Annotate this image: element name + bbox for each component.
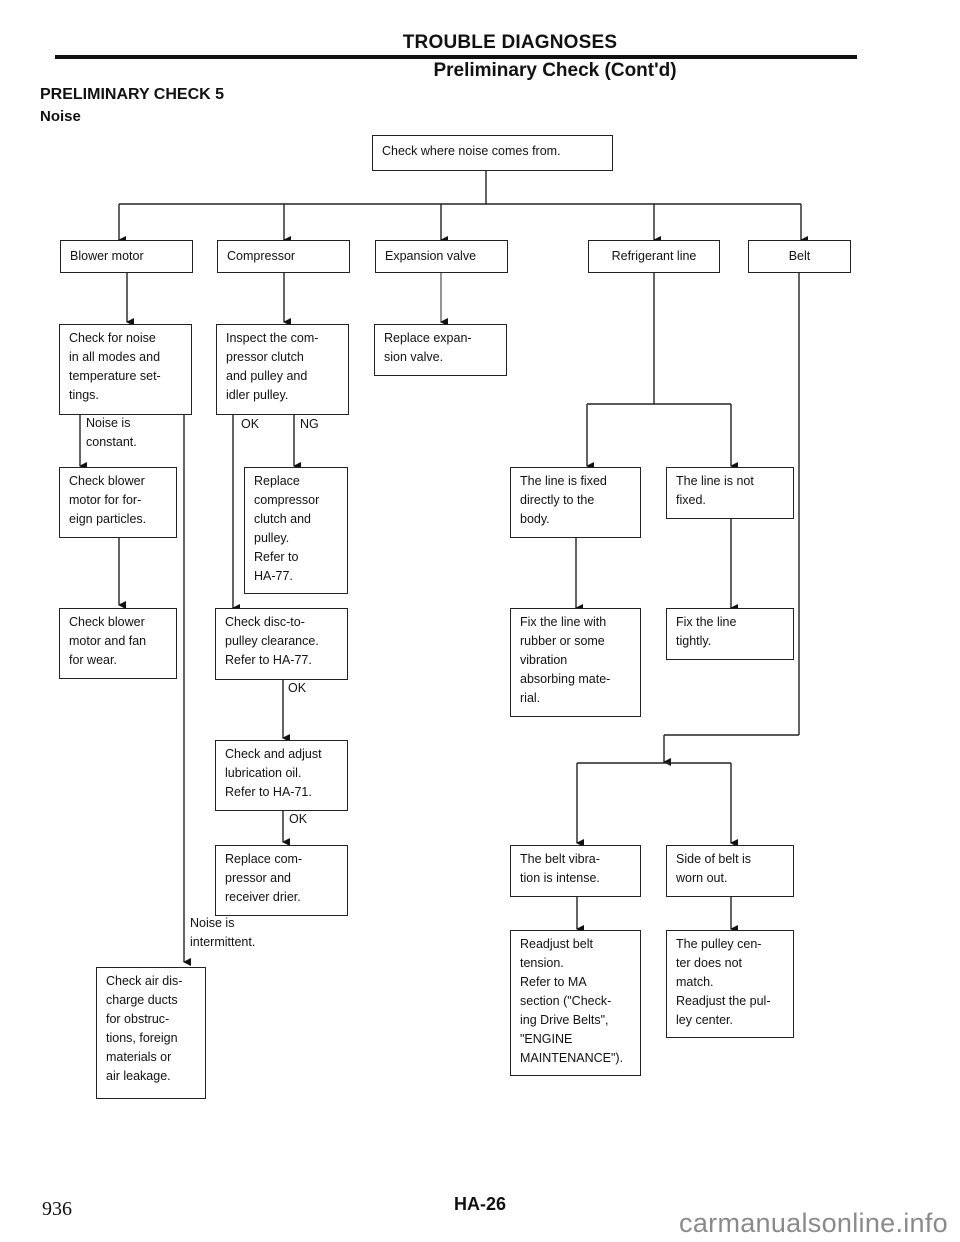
belt-vibration-intense: The belt vibra- tion is intense.: [510, 845, 641, 897]
blower-check-ducts: Check air dis- charge ducts for obstruc-…: [96, 967, 206, 1099]
belt-readjust-tension: Readjust belt tension. Refer to MA secti…: [510, 930, 641, 1076]
label-noise-intermittent: Noise is intermittent.: [190, 916, 256, 949]
source-blower-motor: Blower motor: [60, 240, 193, 273]
page-code: HA-26: [453, 1194, 506, 1214]
refrigerant-line-fixed: The line is fixed directly to the body.: [510, 467, 641, 538]
source-belt: Belt: [748, 240, 851, 273]
header-rule: [55, 55, 857, 59]
expansion-replace-valve: Replace expan- sion valve.: [374, 324, 507, 376]
belt-side-worn: Side of belt is worn out.: [666, 845, 794, 897]
belt-pulley-center: The pulley cen- ter does not match. Read…: [666, 930, 794, 1038]
compressor-check-oil: Check and adjust lubrication oil. Refer …: [215, 740, 348, 811]
blower-check-wear: Check blower motor and fan for wear.: [59, 608, 177, 679]
label-noise-constant: Noise is constant.: [86, 416, 137, 449]
source-refrigerant-line: Refrigerant line: [588, 240, 720, 273]
source-expansion-valve: Expansion valve: [375, 240, 508, 273]
source-compressor: Compressor: [217, 240, 350, 273]
label-ok-clearance: OK: [288, 681, 307, 695]
section-title: PRELIMINARY CHECK 5: [40, 86, 225, 103]
header-title: TROUBLE DIAGNOSES: [402, 32, 618, 53]
compressor-inspect: Inspect the com- pressor clutch and pull…: [216, 324, 349, 415]
header-subtitle: Preliminary Check (Cont'd): [433, 60, 677, 81]
page-number: 936: [42, 1198, 72, 1220]
watermark: carmanualsonline.info: [679, 1208, 948, 1238]
label-ok-inspect: OK: [241, 417, 260, 431]
label-ng-inspect: NG: [300, 417, 319, 431]
compressor-replace-clutch: Replace compressor clutch and pulley. Re…: [244, 467, 348, 594]
compressor-replace-drier: Replace com- pressor and receiver drier.: [215, 845, 348, 916]
refrigerant-fix-tightly: Fix the line tightly.: [666, 608, 794, 660]
refrigerant-line-not-fixed: The line is not fixed.: [666, 467, 794, 519]
compressor-check-clearance: Check disc-to- pulley clearance. Refer t…: [215, 608, 348, 680]
start-box: Check where noise comes from.: [372, 135, 613, 171]
blower-check-noise: Check for noise in all modes and tempera…: [59, 324, 192, 415]
label-ok-oil: OK: [289, 812, 308, 826]
blower-check-particles: Check blower motor for for- eign particl…: [59, 467, 177, 538]
section-subtitle: Noise: [40, 108, 81, 125]
refrigerant-fix-rubber: Fix the line with rubber or some vibrati…: [510, 608, 641, 717]
